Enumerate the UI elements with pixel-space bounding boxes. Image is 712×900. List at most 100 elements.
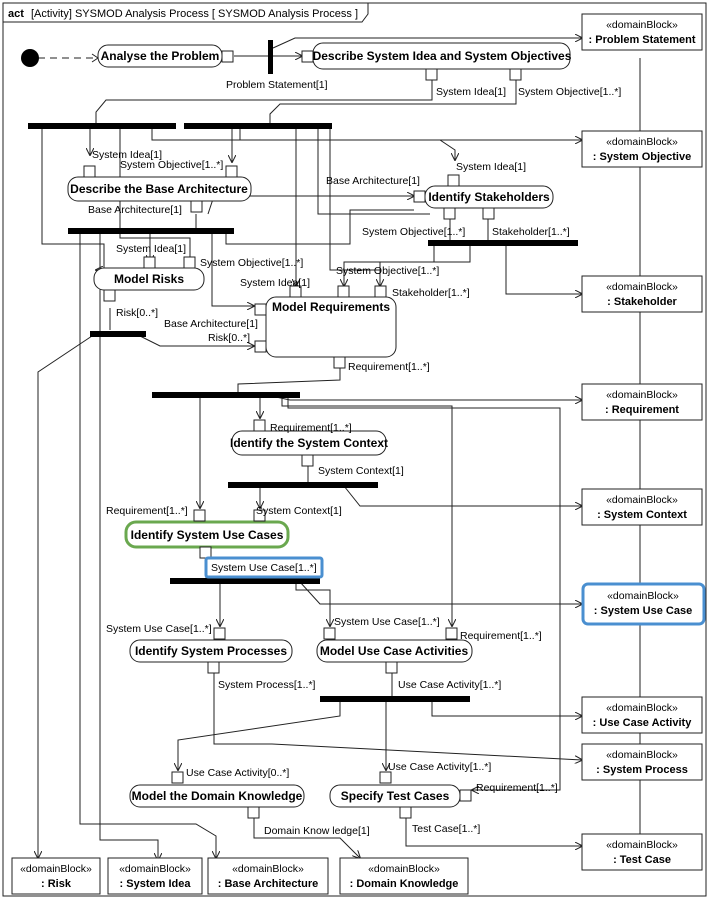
action-describe-system-idea[interactable]: Describe System Idea and System Objectiv… [301,42,621,98]
action-analyse-the-problem[interactable]: Analyse the Problem Problem Statement[1] [97,44,328,91]
frame-title: act [Activity] SYSMOD Analysis Process [… [8,8,358,20]
action-identify-system-use-cases[interactable]: Identify System Use Cases Requirement[1.… [106,505,342,579]
object-name: : System Use Case [594,605,692,617]
pin-label: System Context[1] [318,465,404,477]
pin-label: Risk[0..*] [208,332,250,344]
output-pin[interactable] [301,454,314,467]
output-pin[interactable] [199,546,212,559]
pin-label: System Context[1] [256,505,342,517]
fork-bar[interactable] [68,228,234,234]
action-label: Identify System Use Cases [131,528,284,542]
object-domain-knowledge[interactable]: «domainBlock» : Domain Knowledge [339,857,469,895]
action-model-use-case-activities[interactable]: Model Use Case Activities System Use Cas… [316,616,542,691]
action-identify-system-processes[interactable]: Identify System Processes System Use Cas… [106,623,316,691]
output-pin[interactable] [509,68,522,81]
input-pin[interactable] [183,256,196,269]
object-use-case-activity[interactable]: «domainBlock» : Use Case Activity [581,696,703,734]
input-pin[interactable] [213,627,226,640]
pin-label: Base Architecture[1] [326,175,420,187]
input-pin[interactable] [379,771,392,784]
object-name: : Use Case Activity [593,717,693,729]
fork-bar[interactable] [28,123,176,129]
object-flow [299,581,582,604]
input-pin[interactable] [447,174,460,187]
object-name: : System Process [596,764,688,776]
object-stakeholder[interactable]: «domainBlock» : Stakeholder [581,275,703,313]
input-pin[interactable] [323,627,336,640]
input-pin[interactable] [301,50,314,63]
object-system-objective[interactable]: «domainBlock» : System Objective [581,130,703,168]
output-pin[interactable] [221,50,234,63]
stereotype-label: «domainBlock» [368,863,440,875]
output-pin[interactable] [385,661,398,674]
output-pin[interactable] [247,806,260,819]
input-pin[interactable] [193,509,206,522]
fork-bar[interactable] [152,392,300,398]
output-pin[interactable] [443,207,456,220]
input-pin[interactable] [171,771,184,784]
object-system-use-case[interactable]: «domainBlock» : System Use Case [581,582,706,626]
output-pin[interactable] [399,806,412,819]
input-pin[interactable] [445,627,458,640]
action-describe-base-architecture[interactable]: Describe the Base Architecture System Id… [67,149,252,216]
fork-bar[interactable] [90,331,146,337]
output-pin[interactable] [190,200,203,213]
object-system-process[interactable]: «domainBlock» : System Process [581,743,703,781]
input-pin[interactable] [254,340,267,353]
fork-bar[interactable] [228,482,378,488]
object-flow [343,485,582,506]
action-specify-test-cases[interactable]: Specify Test Cases Use Case Activity[1..… [329,761,558,835]
input-pin[interactable] [337,285,350,298]
input-pin[interactable] [253,419,266,432]
object-name: : System Objective [593,151,691,163]
input-pin[interactable] [459,789,472,802]
flows [38,38,582,860]
input-pin[interactable] [254,303,267,316]
object-requirement[interactable]: «domainBlock» : Requirement [581,383,703,421]
output-pin[interactable] [207,661,220,674]
object-flow [79,232,216,858]
object-test-case[interactable]: «domainBlock» : Test Case [581,833,703,871]
object-flow [95,80,433,124]
fork-bar[interactable] [170,578,320,584]
fork-bar[interactable] [320,696,470,702]
action-label: Analyse the Problem [101,49,220,63]
action-label: Identify Stakeholders [428,190,550,204]
object-risk[interactable]: «domainBlock» : Risk [11,857,101,895]
pin-label: System Objective[1..*] [120,159,223,171]
action-identify-system-context[interactable]: Identify the System Context Requirement[… [230,419,404,477]
object-system-context[interactable]: «domainBlock» : System Context [581,488,703,526]
object-name: : Domain Knowledge [350,878,459,890]
fork-bar[interactable] [428,240,578,246]
action-label: Describe System Idea and System Objectiv… [313,49,572,63]
action-label: Describe the Base Architecture [70,182,248,196]
action-identify-stakeholders[interactable]: Identify Stakeholders System Idea[1] Bas… [326,161,570,238]
action-model-risks[interactable]: Model Risks System Idea[1] System Object… [93,243,303,319]
input-pin[interactable] [253,509,266,522]
action-model-domain-knowledge[interactable]: Model the Domain Knowledge Use Case Acti… [129,767,370,837]
object-base-architecture[interactable]: «domainBlock» : Base Architecture [207,857,329,895]
fork-bar[interactable] [268,40,273,74]
object-flow [431,700,582,716]
input-pin[interactable] [225,165,238,178]
stereotype-label: «domainBlock» [606,702,678,714]
initial-node[interactable] [21,49,39,67]
output-pin[interactable] [103,289,116,302]
object-system-idea[interactable]: «domainBlock» : System Idea [107,857,203,895]
output-pin[interactable] [333,356,346,369]
input-pin[interactable] [143,256,156,269]
input-pin[interactable] [289,285,302,298]
output-pin[interactable] [482,207,495,220]
object-problem-statement[interactable]: «domainBlock» : Problem Statement [581,13,703,51]
input-pin[interactable] [413,190,426,203]
input-pin[interactable] [83,165,96,178]
input-pin[interactable] [374,285,387,298]
pin-label: Risk[0..*] [116,307,158,319]
fork-bar[interactable] [184,123,332,129]
output-pin[interactable] [425,68,438,81]
object-flow [139,335,254,346]
action-model-requirements[interactable]: Model Requirements System Idea[1] System… [164,265,470,373]
action-label: Model Use Case Activities [320,644,469,658]
pin-label: System Idea[1] [116,243,186,255]
